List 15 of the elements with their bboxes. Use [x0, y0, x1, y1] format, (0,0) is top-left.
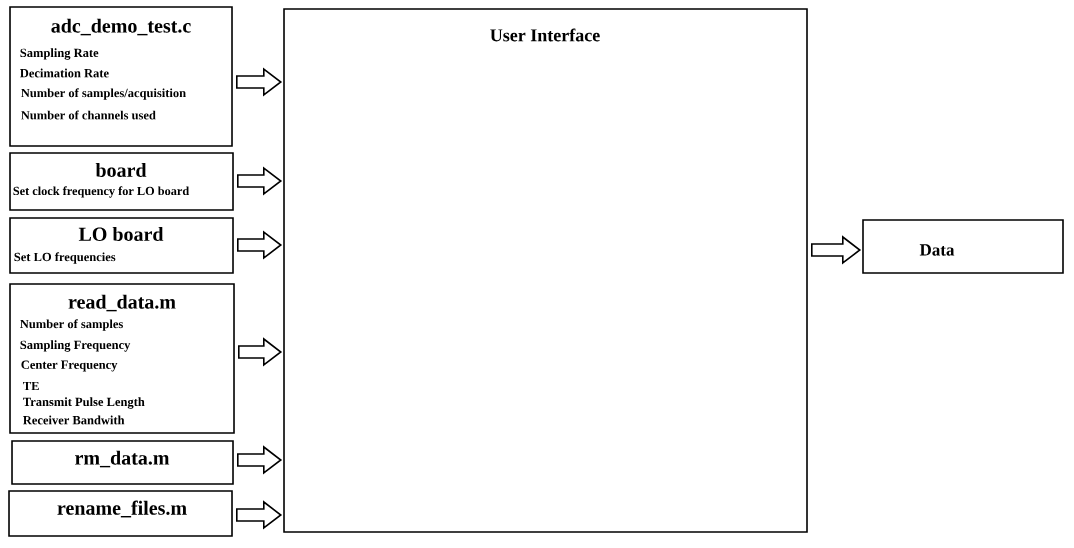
process-box: read_data.m Number of samples Sampling Frequency Center Frequency TE Transmit Pulse Length Receiver Bandwith — [9, 283, 235, 434]
process-box: rm_data.m — [11, 440, 234, 485]
process-box: Data — [862, 219, 1064, 274]
process-box: LO board Set LO frequencies — [9, 217, 234, 274]
block-arrow — [811, 235, 862, 265]
block-arrow — [237, 445, 283, 475]
process-box: adc_demo_test.c Sampling Rate Decimation Rate Number of samples/acquisition Number of channels used — [9, 6, 233, 147]
process-box: board Set clock frequency for LO board — [9, 152, 234, 211]
block-arrow — [238, 337, 283, 367]
block-arrow — [236, 67, 283, 97]
block-arrow — [236, 500, 283, 530]
block-arrow — [237, 166, 283, 196]
process-box: rename_files.m — [8, 490, 233, 537]
block-arrow — [237, 230, 283, 260]
process-box: User Interface — [283, 8, 808, 533]
